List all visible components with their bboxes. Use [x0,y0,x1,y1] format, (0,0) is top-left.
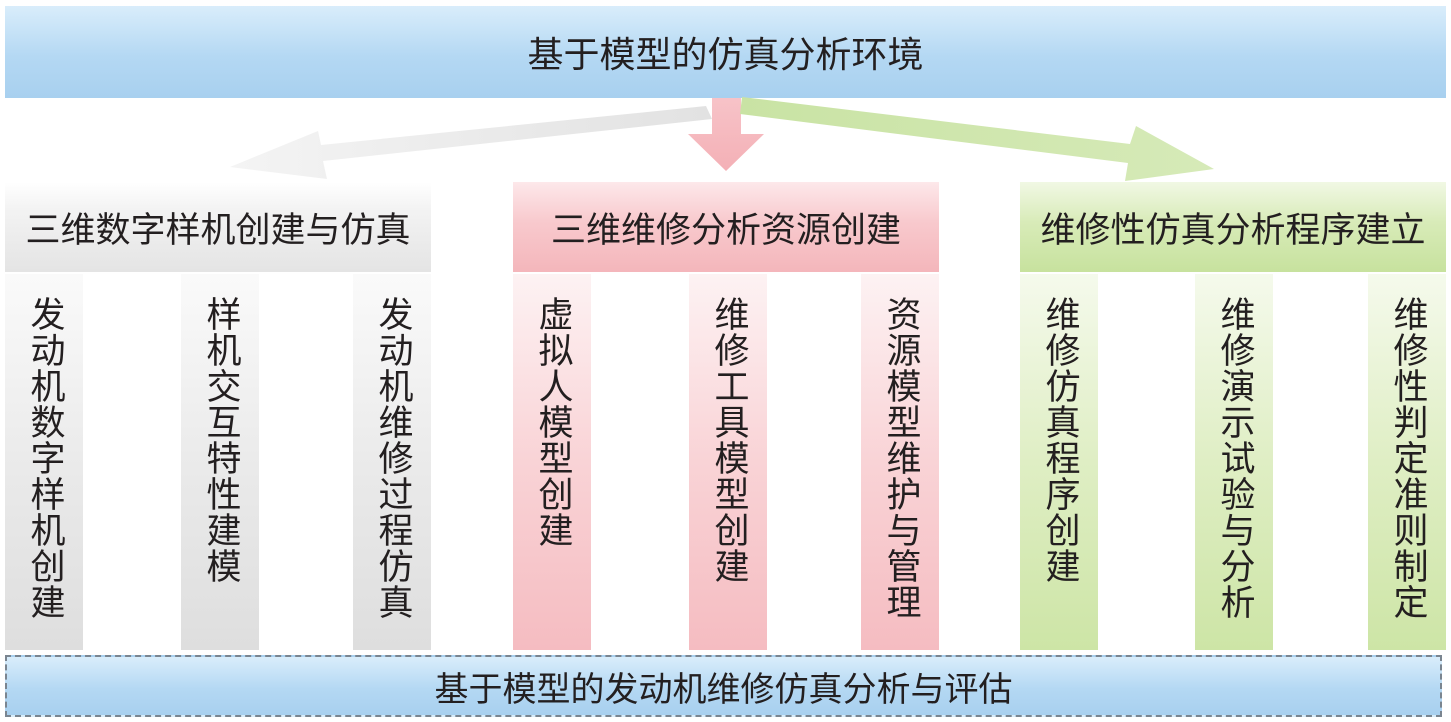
column-item: 发动机数字样机创建 [5,274,83,650]
column-label: 虚拟人模型创建 [532,296,573,548]
bottom-banner-label: 基于模型的发动机维修仿真分析与评估 [434,669,1013,710]
column-label: 维修演示试验与分析 [1214,296,1255,620]
column-item: 虚拟人模型创建 [513,274,591,650]
column-item: 发动机维修过程仿真 [353,274,431,650]
top-banner: 基于模型的仿真分析环境 [5,6,1446,98]
down-arrow [688,98,764,171]
column-label: 资源模型维护与管理 [880,296,921,620]
column-item: 维修性判定准则制定 [1368,274,1446,650]
column-label: 维修仿真程序创建 [1039,296,1080,584]
group-title: 三维维修分析资源创建 [550,210,901,251]
column-item: 维修仿真程序创建 [1020,274,1098,650]
group-title: 维修性仿真分析程序建立 [1040,210,1426,251]
group-header-program: 维修性仿真分析程序建立 [1020,182,1446,272]
column-label: 维修性判定准则制定 [1387,296,1428,620]
column-label: 发动机维修过程仿真 [372,296,413,620]
left-arrow [230,106,712,179]
group-header-prototype: 三维数字样机创建与仿真 [5,182,431,272]
group-header-resources: 三维维修分析资源创建 [513,182,939,272]
column-item: 维修工具模型创建 [689,274,767,650]
top-banner-label: 基于模型的仿真分析环境 [527,35,924,76]
right-arrow [740,97,1214,181]
bottom-banner: 基于模型的发动机维修仿真分析与评估 [5,655,1442,717]
column-item: 资源模型维护与管理 [861,274,939,650]
column-item: 样机交互特性建模 [181,274,259,650]
column-item: 维修演示试验与分析 [1195,274,1273,650]
column-label: 发动机数字样机创建 [24,296,65,620]
column-label: 样机交互特性建模 [200,296,241,584]
column-label: 维修工具模型创建 [708,296,749,584]
group-title: 三维数字样机创建与仿真 [25,210,411,251]
